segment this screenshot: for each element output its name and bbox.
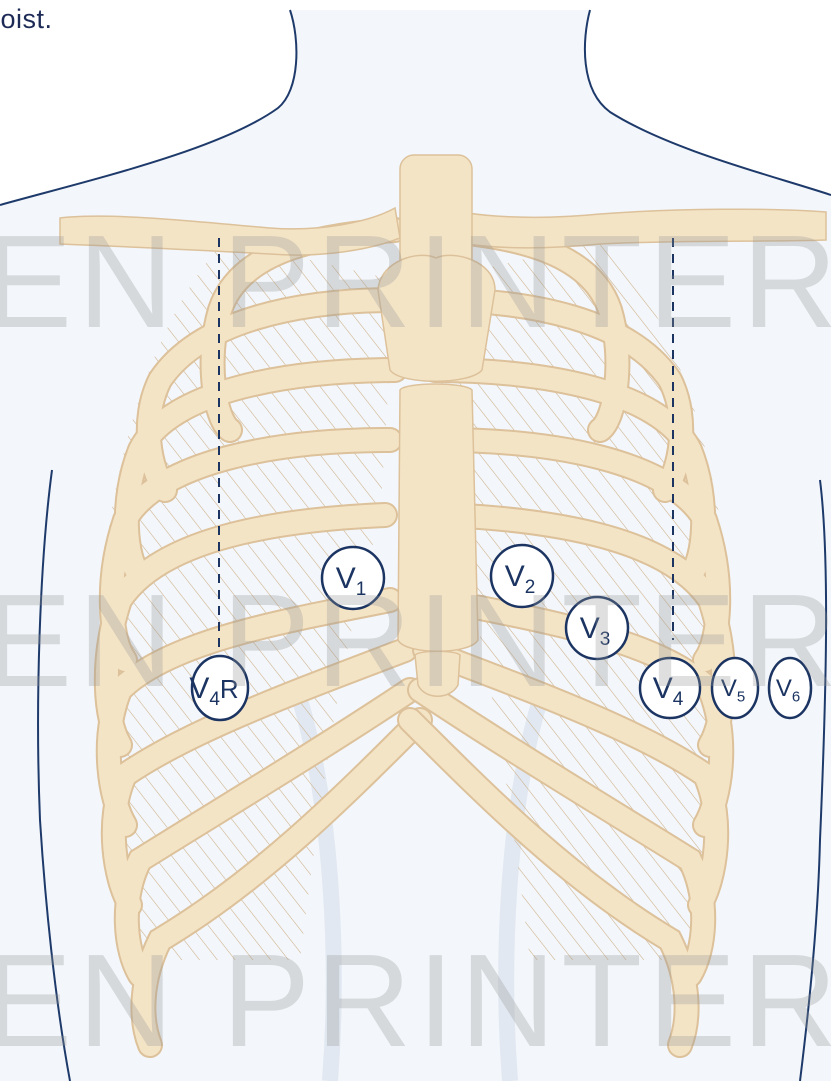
electrode-v4: V4 <box>640 658 700 718</box>
electrode-v3: V3 <box>566 597 628 659</box>
electrode-v1: V1 <box>322 547 384 609</box>
header-text: loist. <box>0 4 53 35</box>
electrode-v2: V2 <box>491 545 553 607</box>
electrode-v6: V6 <box>769 658 811 718</box>
electrode-v5: V5 <box>712 658 758 718</box>
